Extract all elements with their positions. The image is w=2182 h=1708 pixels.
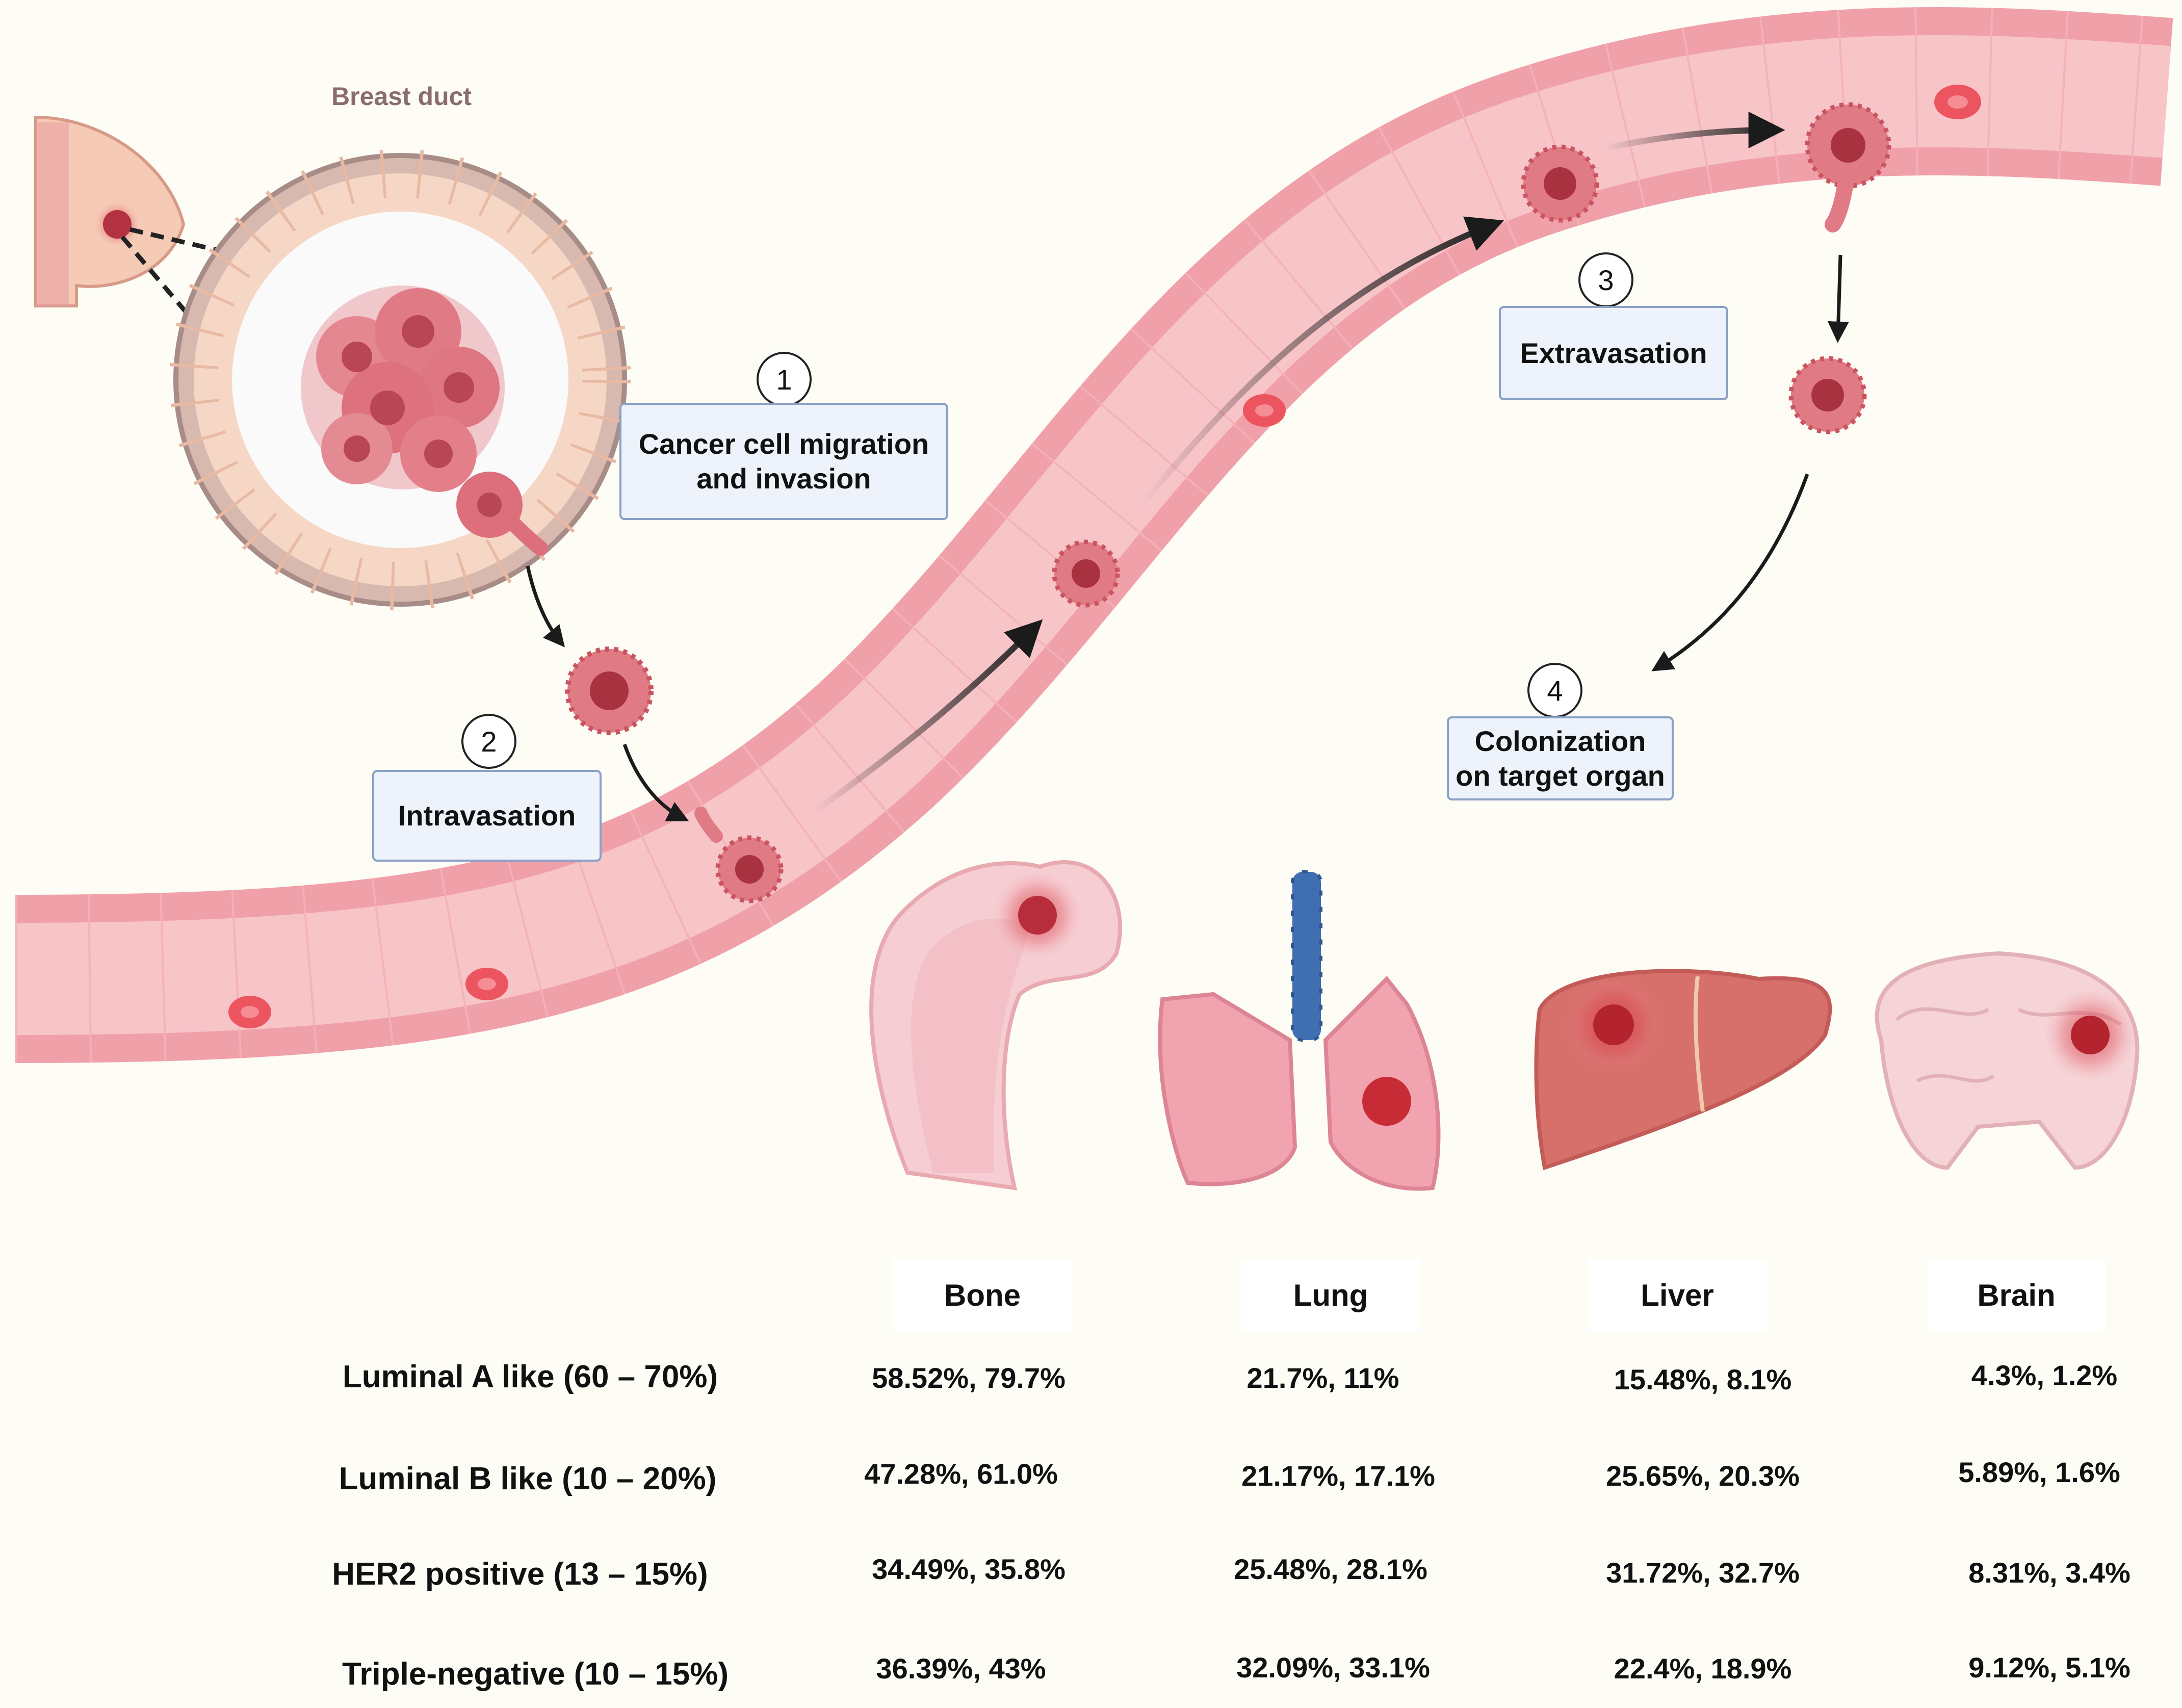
column-header-lung: Lung (1241, 1259, 1420, 1331)
flow-arrow (814, 619, 1043, 813)
red-blood-cell (1934, 85, 1981, 119)
brain-organ (1875, 951, 2140, 1170)
cancer-cell (1805, 102, 1891, 232)
cancer-cell (694, 807, 784, 903)
cancer-cell (565, 646, 654, 735)
step-3-label: Extravasation (1499, 306, 1728, 400)
step-4-label: Colonization on target organ (1447, 716, 1674, 800)
column-header-bone: Bone (893, 1259, 1072, 1331)
step-4-label-line-2: on target organ (1456, 759, 1665, 792)
step-2-label: Intravasation (372, 770, 602, 862)
cancer-cell (1052, 539, 1120, 608)
flow-arrow (1605, 112, 1785, 151)
table-cell: 47.28%, 61.0% (864, 1458, 1058, 1490)
table-cell: 34.49%, 35.8% (872, 1553, 1066, 1585)
breast-icon (34, 115, 186, 307)
breast-duct (169, 149, 631, 611)
cancer-cell (1788, 356, 1867, 434)
tumor-cluster (301, 286, 548, 556)
step-1-number: 1 (757, 352, 812, 407)
red-blood-cell (465, 968, 508, 1000)
step-4-label-line-1: Colonization (1474, 724, 1646, 757)
process-arrow (622, 743, 689, 821)
lung-organ (1158, 870, 1441, 1191)
table-cell: 9.12%, 5.1% (1968, 1651, 2131, 1684)
table-cell: 8.31%, 3.4% (1968, 1557, 2131, 1589)
step-1-label-line-2: and invasion (696, 462, 871, 495)
step-3-label-line-1: Extravasation (1520, 337, 1707, 369)
flow-arrow (1139, 216, 1504, 507)
blood-vessel (15, 7, 2173, 1063)
red-blood-cell (1243, 394, 1286, 427)
process-arrow (1651, 473, 1809, 671)
table-cell: 5.89%, 1.6% (1958, 1456, 2120, 1488)
row-label: Triple-negative (10 – 15%) (342, 1657, 729, 1692)
process-arrow (526, 565, 565, 648)
table-cell: 4.3%, 1.2% (1971, 1359, 2118, 1391)
row-label: HER2 positive (13 – 15%) (332, 1557, 708, 1592)
table-cell: 31.72%, 32.7% (1606, 1557, 1800, 1589)
table-cell: 58.52%, 79.7% (872, 1362, 1066, 1394)
breast-duct-title: Breast duct (331, 82, 472, 111)
row-label: Luminal B like (10 – 20%) (339, 1461, 717, 1496)
table-cell: 15.48%, 8.1% (1614, 1363, 1792, 1395)
step-2-number: 2 (461, 714, 516, 769)
table-cell: 25.65%, 20.3% (1606, 1460, 1800, 1492)
step-1-label-line-1: Cancer cell migration (638, 428, 929, 460)
table-cell: 21.7%, 11% (1246, 1362, 1399, 1394)
process-arrow (1827, 254, 1849, 343)
step-1-label: Cancer cell migration and invasion (619, 403, 948, 520)
red-blood-cell (228, 996, 271, 1028)
table-cell: 21.17%, 17.1% (1241, 1460, 1435, 1492)
cancer-cell (1521, 144, 1599, 223)
step-4-number: 4 (1527, 663, 1582, 718)
table-cell: 36.39%, 43% (876, 1652, 1046, 1685)
column-header-liver: Liver (1588, 1259, 1767, 1331)
liver-organ (1534, 969, 1832, 1171)
column-header-brain: Brain (1927, 1259, 2106, 1331)
table-cell: 25.48%, 28.1% (1234, 1553, 1427, 1585)
bone-organ (869, 860, 1122, 1191)
table-cell: 32.09%, 33.1% (1236, 1651, 1430, 1684)
table-cell: 22.4%, 18.9% (1614, 1652, 1792, 1685)
step-2-label-line-1: Intravasation (398, 799, 576, 832)
step-3-number: 3 (1578, 252, 1633, 307)
row-label: Luminal A like (60 – 70%) (342, 1359, 718, 1394)
